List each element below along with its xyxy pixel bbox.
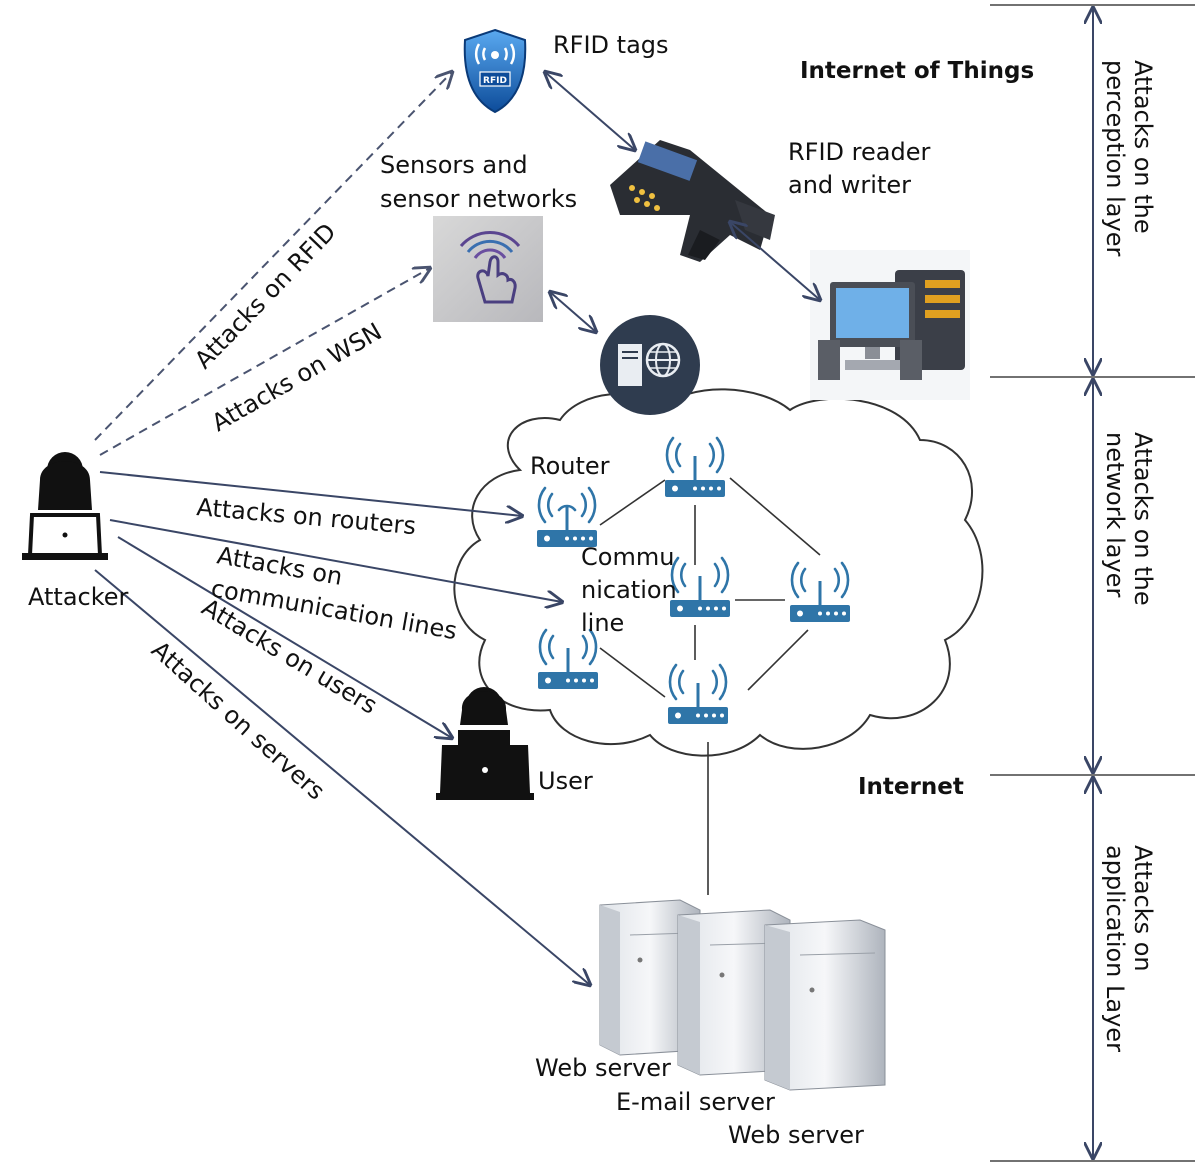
rfid-tags-label: RFID tags: [553, 31, 669, 59]
network-layer-label: Attacks on the network layer: [1101, 432, 1157, 606]
perception-layer-label: Attacks on the perception layer: [1101, 60, 1157, 256]
rfid-reader-label: and writer: [788, 171, 911, 199]
rfid-tag-icon: RFID: [463, 28, 527, 114]
attacker-icon: [22, 452, 108, 560]
web-server-icon: [764, 919, 886, 1091]
user-label: User: [538, 767, 593, 795]
router-label: Router: [530, 452, 610, 480]
rfid-reader-label: RFID reader: [788, 138, 930, 166]
router-icon: [670, 556, 730, 617]
communication-line-label: line: [581, 609, 624, 637]
network-links: [599, 477, 821, 895]
svg-text:RFID: RFID: [483, 76, 507, 86]
sensors-label: sensor networks: [380, 185, 577, 213]
svg-text:perception layer: perception layer: [1101, 60, 1129, 256]
communication-line-label: Commu: [581, 543, 674, 571]
web-server-label: Web server: [535, 1054, 671, 1082]
workstation-icon: [810, 250, 970, 400]
internet-of-things-label: Internet of Things: [800, 58, 1034, 84]
router-icon: [790, 561, 850, 622]
attack-arrows: [94, 72, 590, 985]
layer-bracket: [990, 4, 1195, 1162]
router-icon: [538, 628, 598, 689]
router-icon: [668, 663, 728, 724]
device-arrows: [545, 72, 820, 332]
svg-text:network layer: network layer: [1101, 432, 1129, 597]
svg-text:Attacks on: Attacks on: [1129, 845, 1157, 972]
gateway-icon: [600, 315, 700, 415]
svg-text:Attacks on the: Attacks on the: [1129, 432, 1157, 606]
email-server-label: E-mail server: [616, 1088, 775, 1116]
svg-text:Attacks on the: Attacks on the: [1129, 60, 1157, 234]
web-server-icon: [599, 899, 701, 1056]
sensors-label: Sensors and: [380, 151, 528, 179]
attacker-label: Attacker: [28, 583, 129, 611]
communication-line-label: nication: [581, 576, 677, 604]
email-server-icon: [677, 909, 791, 1076]
svg-text:application Layer: application Layer: [1101, 845, 1129, 1052]
router-icon: [537, 486, 597, 547]
internet-label: Internet: [858, 774, 964, 800]
rfid-reader-icon: [610, 140, 775, 262]
sensor-icon: [433, 216, 543, 322]
web-server-label: Web server: [728, 1121, 864, 1149]
router-icon: [665, 436, 725, 497]
application-layer-label: Attacks on application Layer: [1101, 845, 1157, 1052]
attack-routers-label: Attacks on routers: [195, 493, 417, 540]
user-icon: [436, 687, 534, 800]
